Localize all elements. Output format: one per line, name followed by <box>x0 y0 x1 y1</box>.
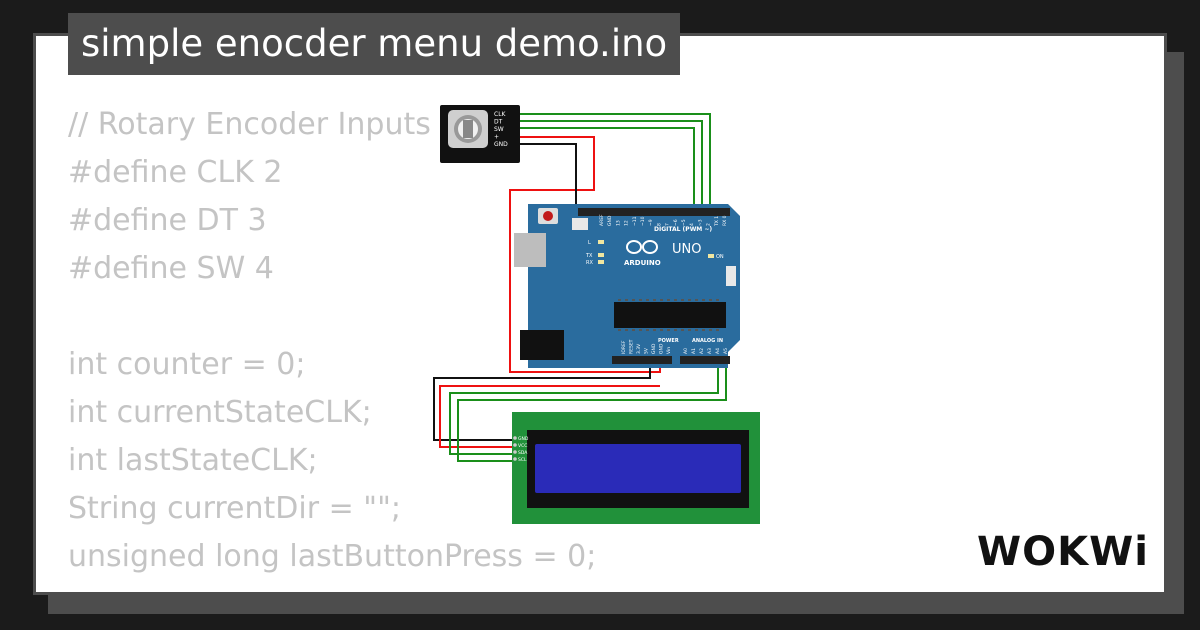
power-pin-label: 3.3V <box>636 343 642 354</box>
analog-pin-label: A3 <box>707 348 713 354</box>
atmega-chip <box>614 302 726 328</box>
lcd-pin[interactable] <box>513 450 517 454</box>
model-label: UNO <box>672 242 701 257</box>
code-line: String currentDir = ""; <box>68 491 401 526</box>
wire-lcd-sda <box>449 360 719 455</box>
power-pin-label: 5V <box>644 347 650 354</box>
wire-dt <box>520 120 703 212</box>
encoder-pin-label: SW <box>494 126 504 133</box>
project-title: simple enocder menu demo.ino <box>68 13 681 75</box>
digital-pin-label: 7 <box>665 223 671 226</box>
svg-text:WOKWi: WOKWi <box>977 529 1149 575</box>
power-pin-label: Vin <box>666 347 672 354</box>
code-line: unsigned long lastButtonPress = 0; <box>68 539 597 574</box>
wire-lcd-gnd <box>433 360 651 441</box>
code-line: int lastStateCLK; <box>68 443 318 478</box>
digital-label: DIGITAL (PWM ~) <box>654 226 712 233</box>
code-line: #define CLK 2 <box>68 155 283 190</box>
arduino-uno[interactable]: DIGITAL (PWM ~) UNO ARDUINO POWER ANALOG… <box>514 204 740 368</box>
wire-sw <box>520 127 695 212</box>
power-jack <box>520 330 564 360</box>
digital-pin-label: 13 <box>615 220 621 226</box>
lcd-pin[interactable] <box>513 443 517 447</box>
digital-pin-label: ~6 <box>673 219 679 226</box>
wokwi-logo: WOKWi <box>977 529 1149 575</box>
digital-pin-label: ~10 <box>640 216 646 226</box>
lcd-pin-label: SCL <box>518 457 527 463</box>
encoder-pin-label: + <box>494 134 499 141</box>
digital-pin-label: 4 <box>689 223 695 226</box>
digital-pin-label: GND <box>607 215 613 226</box>
analog-pin-label: A2 <box>699 348 705 354</box>
led-on-label: ON <box>716 254 724 260</box>
digital-pin-label: ~9 <box>648 219 654 226</box>
encoder-pin-label: CLK <box>494 111 507 118</box>
code-line: #define DT 3 <box>68 203 267 238</box>
lcd-screen <box>535 444 741 493</box>
power-pin-label: IOREF <box>621 340 627 354</box>
power-pin-label: GND <box>651 343 657 354</box>
arduino-logo-icon <box>626 240 658 254</box>
digital-pin-label: TX 1 <box>714 216 720 227</box>
encoder-pin-label: DT <box>494 119 503 126</box>
digital-pin-label: 8 <box>656 223 662 226</box>
analog-label: ANALOG IN <box>692 338 723 344</box>
power-pin-label: RESET <box>629 339 635 354</box>
code-preview: // Rotary Encoder Inputs #define CLK 2 #de… <box>68 101 688 581</box>
digital-pin-label: RX 0 <box>722 215 728 226</box>
wire-gnd <box>520 143 577 212</box>
icsp-header <box>572 218 736 286</box>
power-pin-label: GND <box>659 343 665 354</box>
lcd-pin-label: GND <box>518 436 529 442</box>
digital-pin-label: ~5 <box>681 219 687 226</box>
code-line: #define SW 4 <box>68 251 274 286</box>
digital-pin-label: ~11 <box>632 216 638 226</box>
digital-header <box>578 208 730 216</box>
code-line: int currentStateCLK; <box>68 395 372 430</box>
code-line: // Rotary Encoder Inputs <box>68 107 431 142</box>
power-header <box>612 356 672 364</box>
analog-header <box>680 356 730 364</box>
digital-pin-label: 2 <box>706 223 712 226</box>
wire-clk <box>520 113 711 212</box>
usb-port <box>514 233 546 267</box>
encoder-pin-label: GND <box>494 141 508 148</box>
lcd-pin-label: SDA <box>518 450 528 456</box>
wires <box>433 113 727 462</box>
led-l-label: L <box>588 240 591 246</box>
lcd-pin[interactable] <box>513 457 517 461</box>
digital-pin-label: 12 <box>624 220 630 226</box>
digital-pin-label: AREF <box>599 214 605 226</box>
analog-pin-label: A5 <box>723 348 729 354</box>
brand-label: ARDUINO <box>624 259 661 267</box>
analog-pin-label: A1 <box>691 348 697 354</box>
wire-lcd-scl <box>457 360 727 462</box>
power-label: POWER <box>658 338 679 344</box>
led-tx-label: TX <box>585 253 593 259</box>
lcd-pin[interactable] <box>513 436 517 440</box>
lcd-pin-label: VCC <box>518 443 527 449</box>
analog-pin-label: A4 <box>715 348 721 354</box>
analog-pin-label: A0 <box>683 348 689 354</box>
digital-pin-label: ~3 <box>697 219 703 226</box>
code-line: int counter = 0; <box>68 347 306 382</box>
led-rx-label: RX <box>586 260 593 266</box>
